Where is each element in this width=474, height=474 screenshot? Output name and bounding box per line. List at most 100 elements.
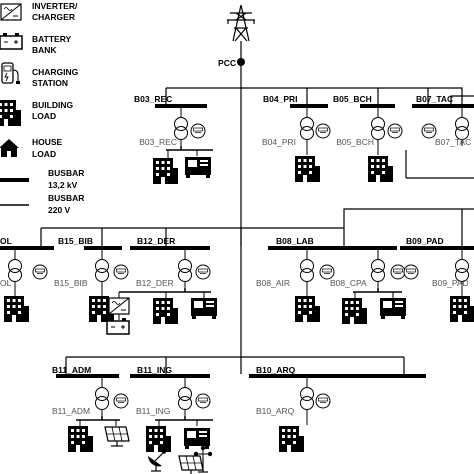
- transformer-b08-cpa: [371, 249, 385, 289]
- building-load-b03-rec-icon: [153, 158, 178, 184]
- meter-b09-pad-icon: [403, 264, 419, 280]
- xfmr-label-b08-cpa: B08_CPA: [330, 278, 367, 288]
- busbar-b10-arq: [249, 374, 426, 378]
- building-load-b11-ing-icon: [146, 426, 171, 452]
- meter-b11-ing-icon: [195, 393, 211, 409]
- xfmr-label-b03-rec: B03_REC: [139, 137, 177, 147]
- bus-label-b09-pad: B09_PAD: [406, 236, 444, 246]
- meter-b12-der-icon: [195, 264, 211, 280]
- satellite-dish-icon: [147, 449, 167, 472]
- meter-b07-tac-icon: [421, 123, 437, 139]
- transformer-b12-der: [178, 249, 192, 289]
- generator-b03-rec-icon: [185, 157, 211, 178]
- bus-label-b10-arq: B10_ARQ: [256, 365, 296, 375]
- transformer-b08-air: [300, 249, 314, 289]
- transformer-b11-ing: [178, 377, 192, 417]
- busbar-b07-tac: [412, 104, 474, 108]
- meter-b08-cpa-icon: [390, 264, 406, 280]
- xfmr-label-b12-der: B12_DER: [136, 278, 174, 288]
- bus-label-b08-lab: B08_LAB: [276, 236, 314, 246]
- building-load-ol-icon: [4, 296, 29, 322]
- busbar-b04-pri: [290, 104, 328, 108]
- legend-building: BUILDING: [32, 100, 73, 110]
- bus-label-ol: OL: [0, 236, 12, 246]
- legend-charger: CHARGER: [32, 12, 75, 22]
- inverter-b12-der-icon: [108, 297, 130, 315]
- xfmr-label-b09-pad: B09_PAD: [432, 278, 469, 288]
- meter-b08-air-icon: [319, 264, 335, 280]
- legend-house-load: LOAD: [32, 149, 56, 159]
- meter-b05-bch-icon: [387, 123, 403, 139]
- battery-b12-der-icon: [106, 317, 130, 335]
- xfmr-label-b15-bib: B15_BIB: [54, 278, 88, 288]
- meter-b10-arq-icon: [315, 393, 331, 409]
- legend-busbar-13kv-value: 13,2 kV: [48, 180, 78, 190]
- transformer-b04-pri: [300, 107, 314, 147]
- busbar-ol: [0, 246, 54, 250]
- building-load-b05-bch-icon: [368, 156, 393, 182]
- legend-battery: BATTERY: [32, 34, 72, 44]
- bus-label-b07-tac: B07_TAC: [416, 94, 453, 104]
- legend-station: STATION: [32, 78, 68, 88]
- bus-label-b05-bch: B05_BCH: [333, 94, 372, 104]
- bus-label-b04-pri: B04_PRI: [263, 94, 298, 104]
- xfmr-label-ol: OL: [0, 278, 12, 288]
- mv-feeder-network: [40, 62, 474, 374]
- legend-busbar-220v: BUSBAR: [48, 193, 84, 203]
- busbar-b08-lab: [268, 246, 397, 250]
- transmission-tower-icon: [227, 4, 255, 42]
- building-load-b09-pad-icon: [450, 296, 474, 322]
- xfmr-label-b08-air: B08_AIR: [256, 278, 290, 288]
- legend-inverter: INVERTER/: [32, 1, 78, 11]
- legend: INVERTER/ CHARGER BATTERY BANK CHARGING …: [0, 1, 84, 215]
- legend-bank: BANK: [32, 45, 57, 55]
- transformer-b15-bib: [95, 249, 109, 289]
- meter-b11-adm-icon: [113, 393, 129, 409]
- busbar-b12-der: [130, 246, 210, 250]
- building-load-b11-adm-icon: [68, 426, 93, 452]
- battery-icon: [0, 32, 23, 50]
- legend-building-load: LOAD: [32, 111, 56, 121]
- xfmr-label-b04-pri: B04_PRI: [262, 137, 296, 147]
- xfmr-label-b10-arq: B10_ARQ: [256, 406, 295, 416]
- busbar-b09-pad: [400, 246, 474, 250]
- bus-label-b11-ing: B11_ING: [137, 365, 172, 375]
- house-icon: [0, 139, 19, 157]
- busbar-b11-adm: [56, 374, 119, 378]
- transformer-b11-adm: [95, 377, 109, 417]
- pv-b11-adm-icon: [104, 426, 130, 447]
- busbar-b05-bch: [360, 104, 395, 108]
- busbar-b11-ing: [130, 374, 210, 378]
- bus-label-b15-bib: B15_BIB: [58, 236, 93, 246]
- pv-b11-ing-icon: [178, 455, 204, 474]
- meter-ol-icon: [32, 264, 48, 280]
- busbar-b15-bib: [84, 246, 122, 250]
- legend-house: HOUSE: [32, 137, 63, 147]
- building-load-b08-air-icon: [295, 296, 320, 322]
- building-icon: [0, 100, 21, 126]
- bus-label-b12-der: B12_DER: [137, 236, 175, 246]
- generator-b12-der-icon: [191, 298, 217, 319]
- meter-b15-bib-icon: [113, 264, 129, 280]
- building-load-b10-arq-icon: [279, 426, 304, 452]
- meter-b03-rec-icon: [190, 123, 206, 139]
- legend-busbar-220v-value: 220 V: [48, 205, 71, 215]
- generator-b11-ing-icon: [184, 428, 210, 449]
- legend-charging: CHARGING: [32, 67, 79, 77]
- xfmr-label-b05-bch: B05_BCH: [336, 137, 374, 147]
- legend-busbar-13kv: BUSBAR: [48, 168, 84, 178]
- pcc-label: PCC: [218, 58, 236, 68]
- xfmr-label-b11-adm: B11_ADM: [52, 406, 90, 416]
- busbar-b03-rec: [155, 104, 207, 108]
- meter-b04-pri-icon: [315, 123, 331, 139]
- xfmr-label-b07-tac: B07_TAC: [435, 137, 471, 147]
- transformer-b10-arq: [300, 377, 314, 417]
- generator-b08-cpa-icon: [380, 298, 406, 319]
- building-load-b08-cpa-icon: [342, 298, 367, 324]
- bus-label-b03-rec: B03_REC: [134, 94, 172, 104]
- bus-label-b11-adm: B11_ADM: [52, 365, 91, 375]
- building-load-b04-pri-icon: [295, 156, 320, 182]
- building-load-b12-der-icon: [153, 298, 178, 324]
- inverter-icon: [0, 3, 22, 21]
